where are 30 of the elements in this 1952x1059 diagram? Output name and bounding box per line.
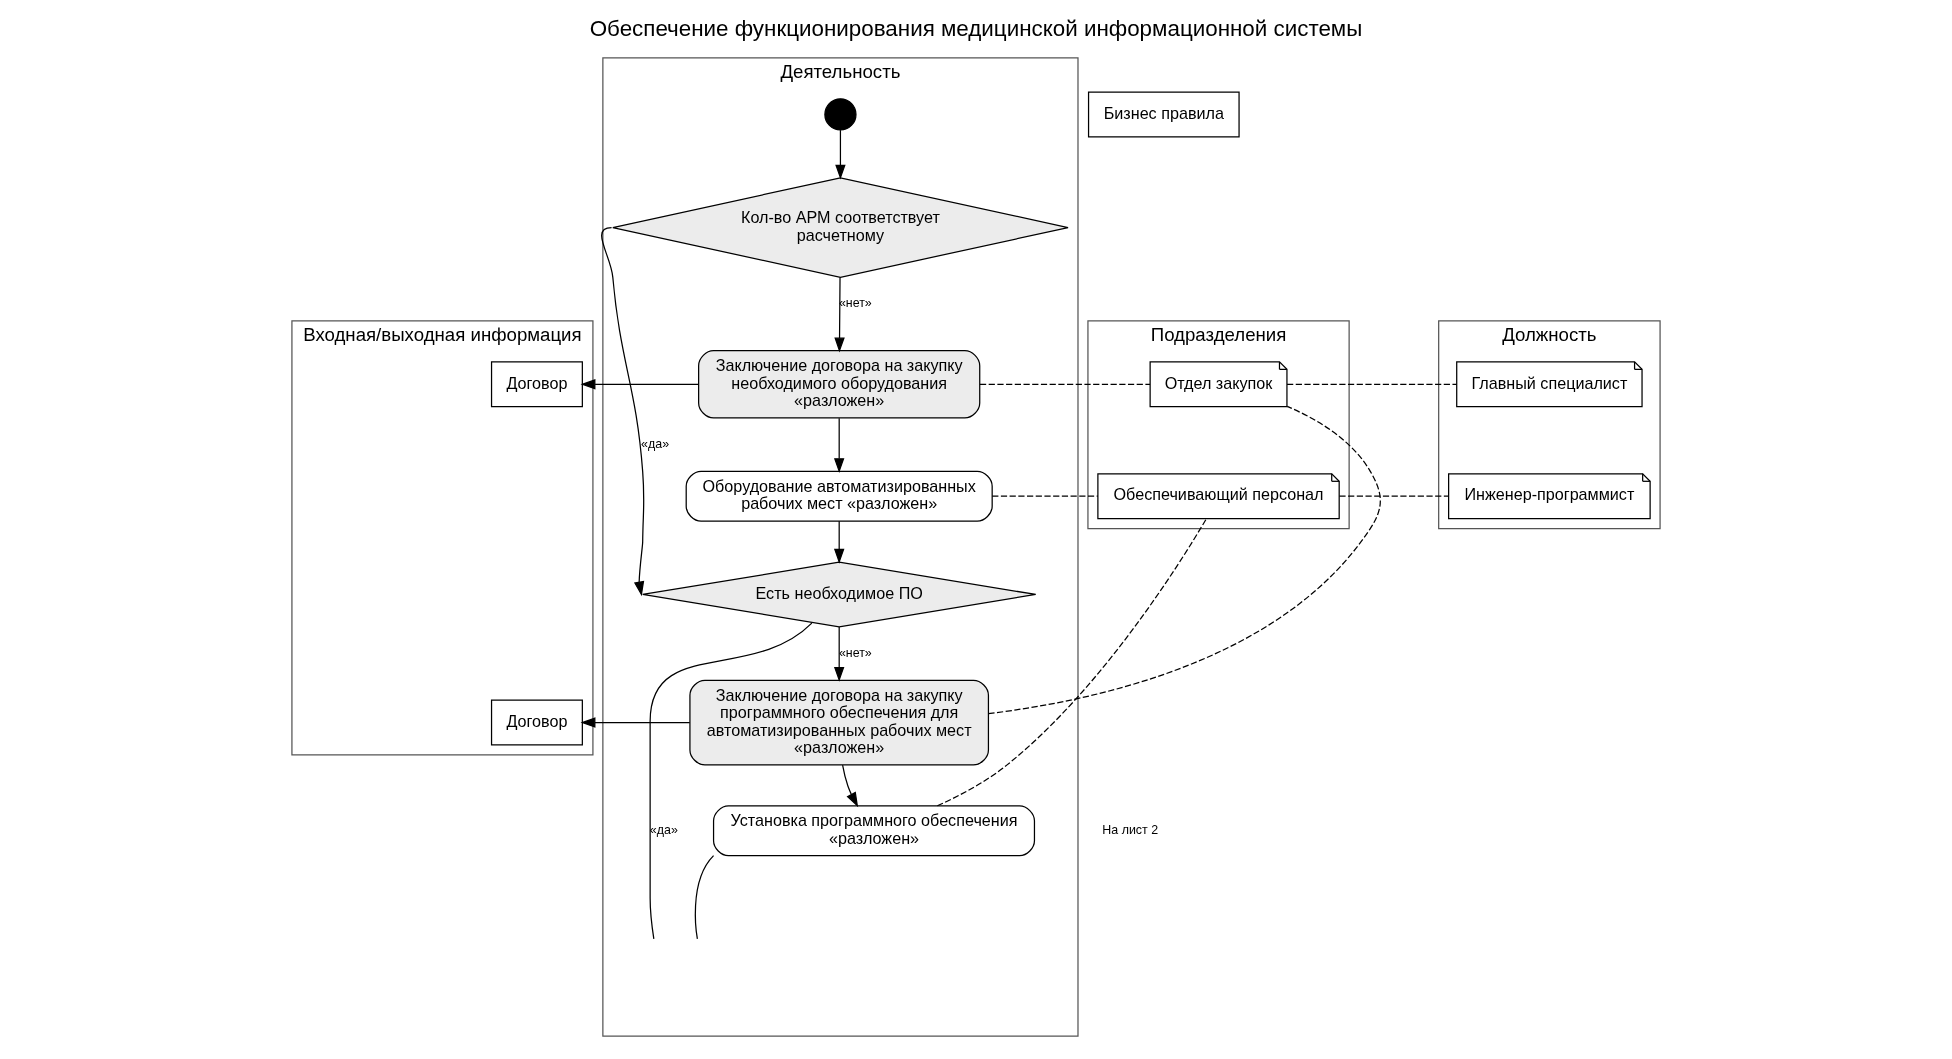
connector — [936, 518, 1207, 807]
connector — [991, 495, 1099, 497]
arrow — [580, 379, 699, 390]
node-box: Заключение договора на закупку программного обеспечения для автоматизированных рабочих мест «разложен» — [689, 679, 990, 766]
node-circle — [824, 98, 857, 131]
arrow — [601, 226, 645, 597]
connector — [987, 405, 1381, 715]
arrow — [833, 626, 845, 682]
node-box: Заключение договора на закупку необходимого оборудования «разложен» — [698, 350, 981, 419]
node-box: Договор — [490, 361, 583, 408]
node-diamond: Кол-во АРМ соответствует расчетному — [612, 177, 1069, 278]
edge-label: «да» — [641, 436, 670, 451]
connector — [649, 622, 813, 940]
node-box: Установка программного обеспечения «разложен» — [712, 805, 1036, 857]
arrow — [834, 277, 845, 353]
label: На лист 2 — [1102, 822, 1159, 837]
connector — [979, 383, 1151, 385]
node-diamond: Есть необходимое ПО — [642, 561, 1037, 628]
arrow — [833, 417, 845, 474]
connector — [1338, 495, 1450, 497]
arrow — [842, 764, 859, 808]
connector — [694, 855, 715, 940]
arrow — [835, 129, 846, 180]
arrow — [580, 717, 691, 728]
node-box: Договор — [490, 699, 583, 746]
node-box: Бизнес правила — [1087, 91, 1240, 138]
arrow — [833, 520, 845, 564]
connector — [1286, 383, 1458, 385]
node-box: Оборудование автоматизированных рабочих мест «разложен» — [685, 470, 993, 522]
diagram-title: Обеспечение функционирования медицинской информационной системы — [589, 15, 1363, 41]
